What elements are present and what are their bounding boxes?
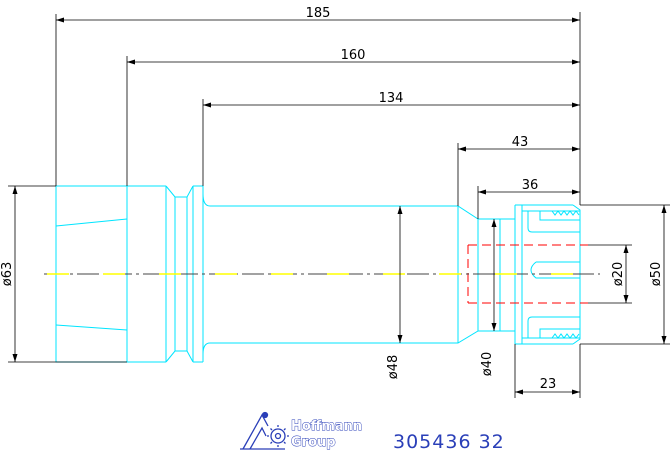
hoffmann-group-logo: Hoffmann Group [240, 411, 363, 450]
diameter-40-label: ø40 [480, 352, 495, 377]
article-number: 305436 32 [393, 431, 505, 453]
dimension-arrows [12, 17, 667, 395]
dimension-134-label: 134 [379, 91, 404, 106]
dimension-160-label: 160 [341, 48, 366, 63]
dimension-lines [8, 12, 670, 398]
diameter-20-label: ø20 [611, 262, 626, 287]
brand-name-line1: Hoffmann [291, 419, 362, 434]
dimension-23-label: 23 [540, 377, 557, 392]
dimension-43-label: 43 [512, 135, 529, 150]
dimension-185-label: 185 [306, 6, 331, 21]
diameter-63-label: ø63 [0, 262, 15, 287]
diameter-48-label: ø48 [386, 355, 401, 380]
brand-name-line2: Group [291, 435, 336, 450]
logo-mark-icon [240, 411, 289, 450]
diameter-50-label: ø50 [649, 262, 664, 287]
dimension-36-label: 36 [522, 178, 539, 193]
flange [127, 185, 204, 363]
